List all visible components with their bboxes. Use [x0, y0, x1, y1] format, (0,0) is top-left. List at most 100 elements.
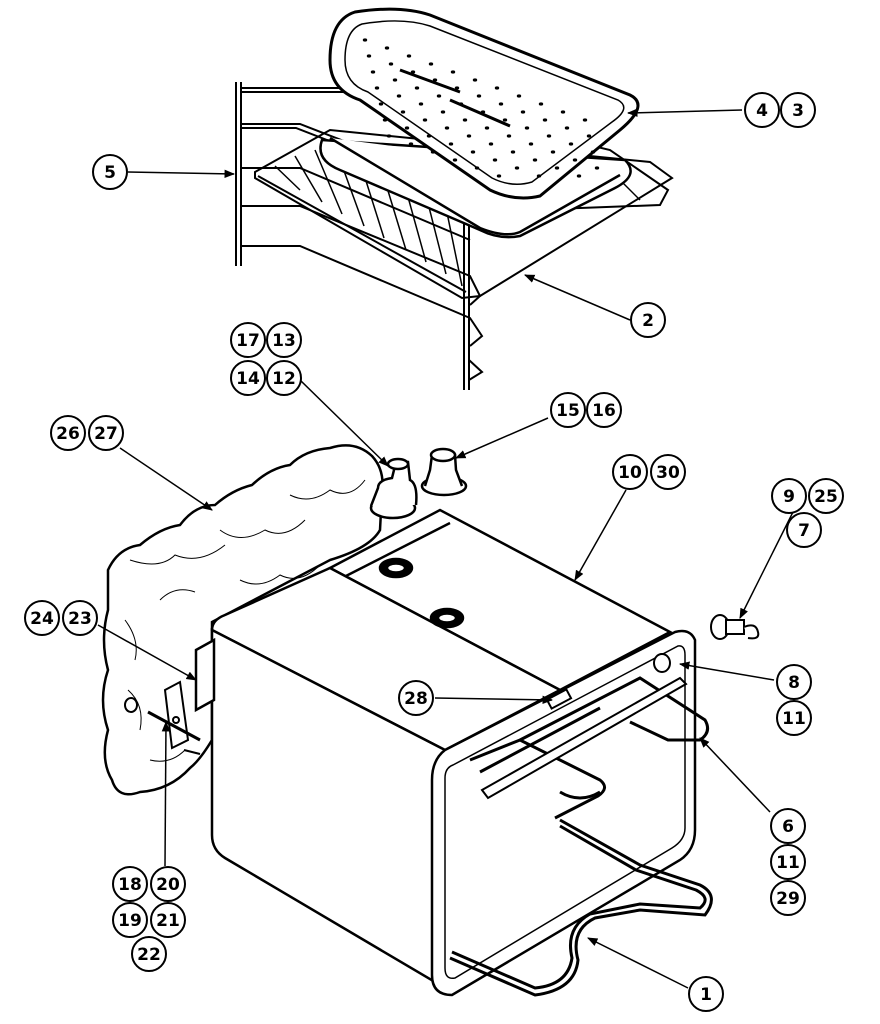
callout-label-23: 23 — [68, 609, 92, 629]
perforation-hole — [392, 78, 398, 82]
perforation-hole — [388, 62, 394, 66]
callout-label-6: 6 — [782, 817, 794, 837]
perforation-hole — [362, 38, 368, 42]
perforation-hole — [452, 158, 458, 162]
callout-label-7: 7 — [798, 521, 810, 541]
perforation-hole — [378, 102, 384, 106]
callout-label-11: 11 — [782, 709, 806, 729]
callout-circle-17 — [230, 322, 266, 358]
callout-label-9: 9 — [783, 487, 795, 507]
callout-circle-11 — [776, 700, 812, 736]
callout-circle-25 — [808, 478, 844, 514]
perforation-hole — [382, 118, 388, 122]
callout-circle-8 — [776, 664, 812, 700]
perforation-hole — [536, 174, 542, 178]
perforation-hole — [400, 110, 406, 114]
grommet — [653, 653, 671, 673]
perforation-hole — [498, 102, 504, 106]
callout-label-22: 22 — [137, 945, 161, 965]
callout-label-24: 24 — [30, 609, 54, 629]
perforation-hole — [576, 174, 582, 178]
callout-circle-2 — [630, 302, 666, 338]
callout-label-28: 28 — [404, 689, 428, 709]
perforation-hole — [494, 86, 500, 90]
callout-circle-24 — [24, 600, 60, 636]
perforation-hole — [428, 62, 434, 66]
sensor-plug — [710, 614, 760, 640]
callout-label-4: 4 — [756, 101, 768, 121]
perforation-hole — [484, 126, 490, 130]
perforation-hole — [430, 150, 436, 154]
callout-circle-4 — [744, 92, 780, 128]
callout-circle-26 — [50, 415, 86, 451]
perforation-hole — [474, 166, 480, 170]
perforation-hole — [488, 142, 494, 146]
perforation-hole — [554, 166, 560, 170]
perforation-hole — [418, 102, 424, 106]
perforation-hole — [374, 86, 380, 90]
perforation-hole — [568, 142, 574, 146]
perforation-hole — [426, 134, 432, 138]
callout-label-27: 27 — [94, 424, 118, 444]
callout-circle-19 — [112, 902, 148, 938]
perforation-hole — [550, 150, 556, 154]
perforation-hole — [516, 94, 522, 98]
callout-label-25: 25 — [814, 487, 838, 507]
callout-circle-10 — [612, 454, 648, 490]
callout-circle-22 — [131, 936, 167, 972]
callout-label-15: 15 — [556, 401, 580, 421]
callout-label-17: 17 — [236, 331, 260, 351]
callout-circle-21 — [150, 902, 186, 938]
callout-circle-20 — [150, 866, 186, 902]
perforation-hole — [396, 94, 402, 98]
perforation-hole — [384, 46, 390, 50]
perforation-hole — [432, 78, 438, 82]
callout-label-8: 8 — [788, 673, 800, 693]
callout-circle-7 — [786, 512, 822, 548]
perforation-hole — [532, 158, 538, 162]
perforation-hole — [370, 70, 376, 74]
callout-circle-11 — [770, 844, 806, 880]
vent-cap-right — [420, 447, 468, 497]
callout-circle-13 — [266, 322, 302, 358]
callout-label-26: 26 — [56, 424, 80, 444]
perforation-hole — [462, 118, 468, 122]
perforation-hole — [528, 142, 534, 146]
perforation-hole — [538, 102, 544, 106]
perforation-hole — [520, 110, 526, 114]
callout-label-16: 16 — [592, 401, 616, 421]
callout-label-14: 14 — [236, 369, 260, 389]
perforation-hole — [448, 142, 454, 146]
perforation-hole — [414, 86, 420, 90]
broiler-pan-insert — [328, 7, 640, 200]
perforation-hole — [404, 126, 410, 130]
perforation-hole — [572, 158, 578, 162]
perforation-hole — [514, 166, 520, 170]
perforation-hole — [408, 142, 414, 146]
callout-label-11: 11 — [776, 853, 800, 873]
side-bracket — [124, 680, 201, 755]
callout-label-21: 21 — [156, 911, 180, 931]
perforation-hole — [590, 150, 596, 154]
callout-circle-30 — [650, 454, 686, 490]
perforation-hole — [470, 150, 476, 154]
callout-label-20: 20 — [156, 875, 180, 895]
perforation-hole — [496, 174, 502, 178]
perforation-hole — [454, 86, 460, 90]
perforation-hole — [594, 166, 600, 170]
perforation-hole — [406, 54, 412, 58]
perforation-hole — [386, 134, 392, 138]
oven-rack-shelf — [254, 128, 674, 300]
perforation-hole — [510, 150, 516, 154]
callout-label-5: 5 — [104, 163, 116, 183]
perforation-hole — [506, 134, 512, 138]
perforation-hole — [466, 134, 472, 138]
perforation-hole — [586, 134, 592, 138]
oven-rack-support — [235, 82, 670, 390]
perforation-hole — [436, 94, 442, 98]
perforation-hole — [422, 118, 428, 122]
callout-circle-23 — [62, 600, 98, 636]
perforation-hole — [492, 158, 498, 162]
perforation-hole — [502, 118, 508, 122]
